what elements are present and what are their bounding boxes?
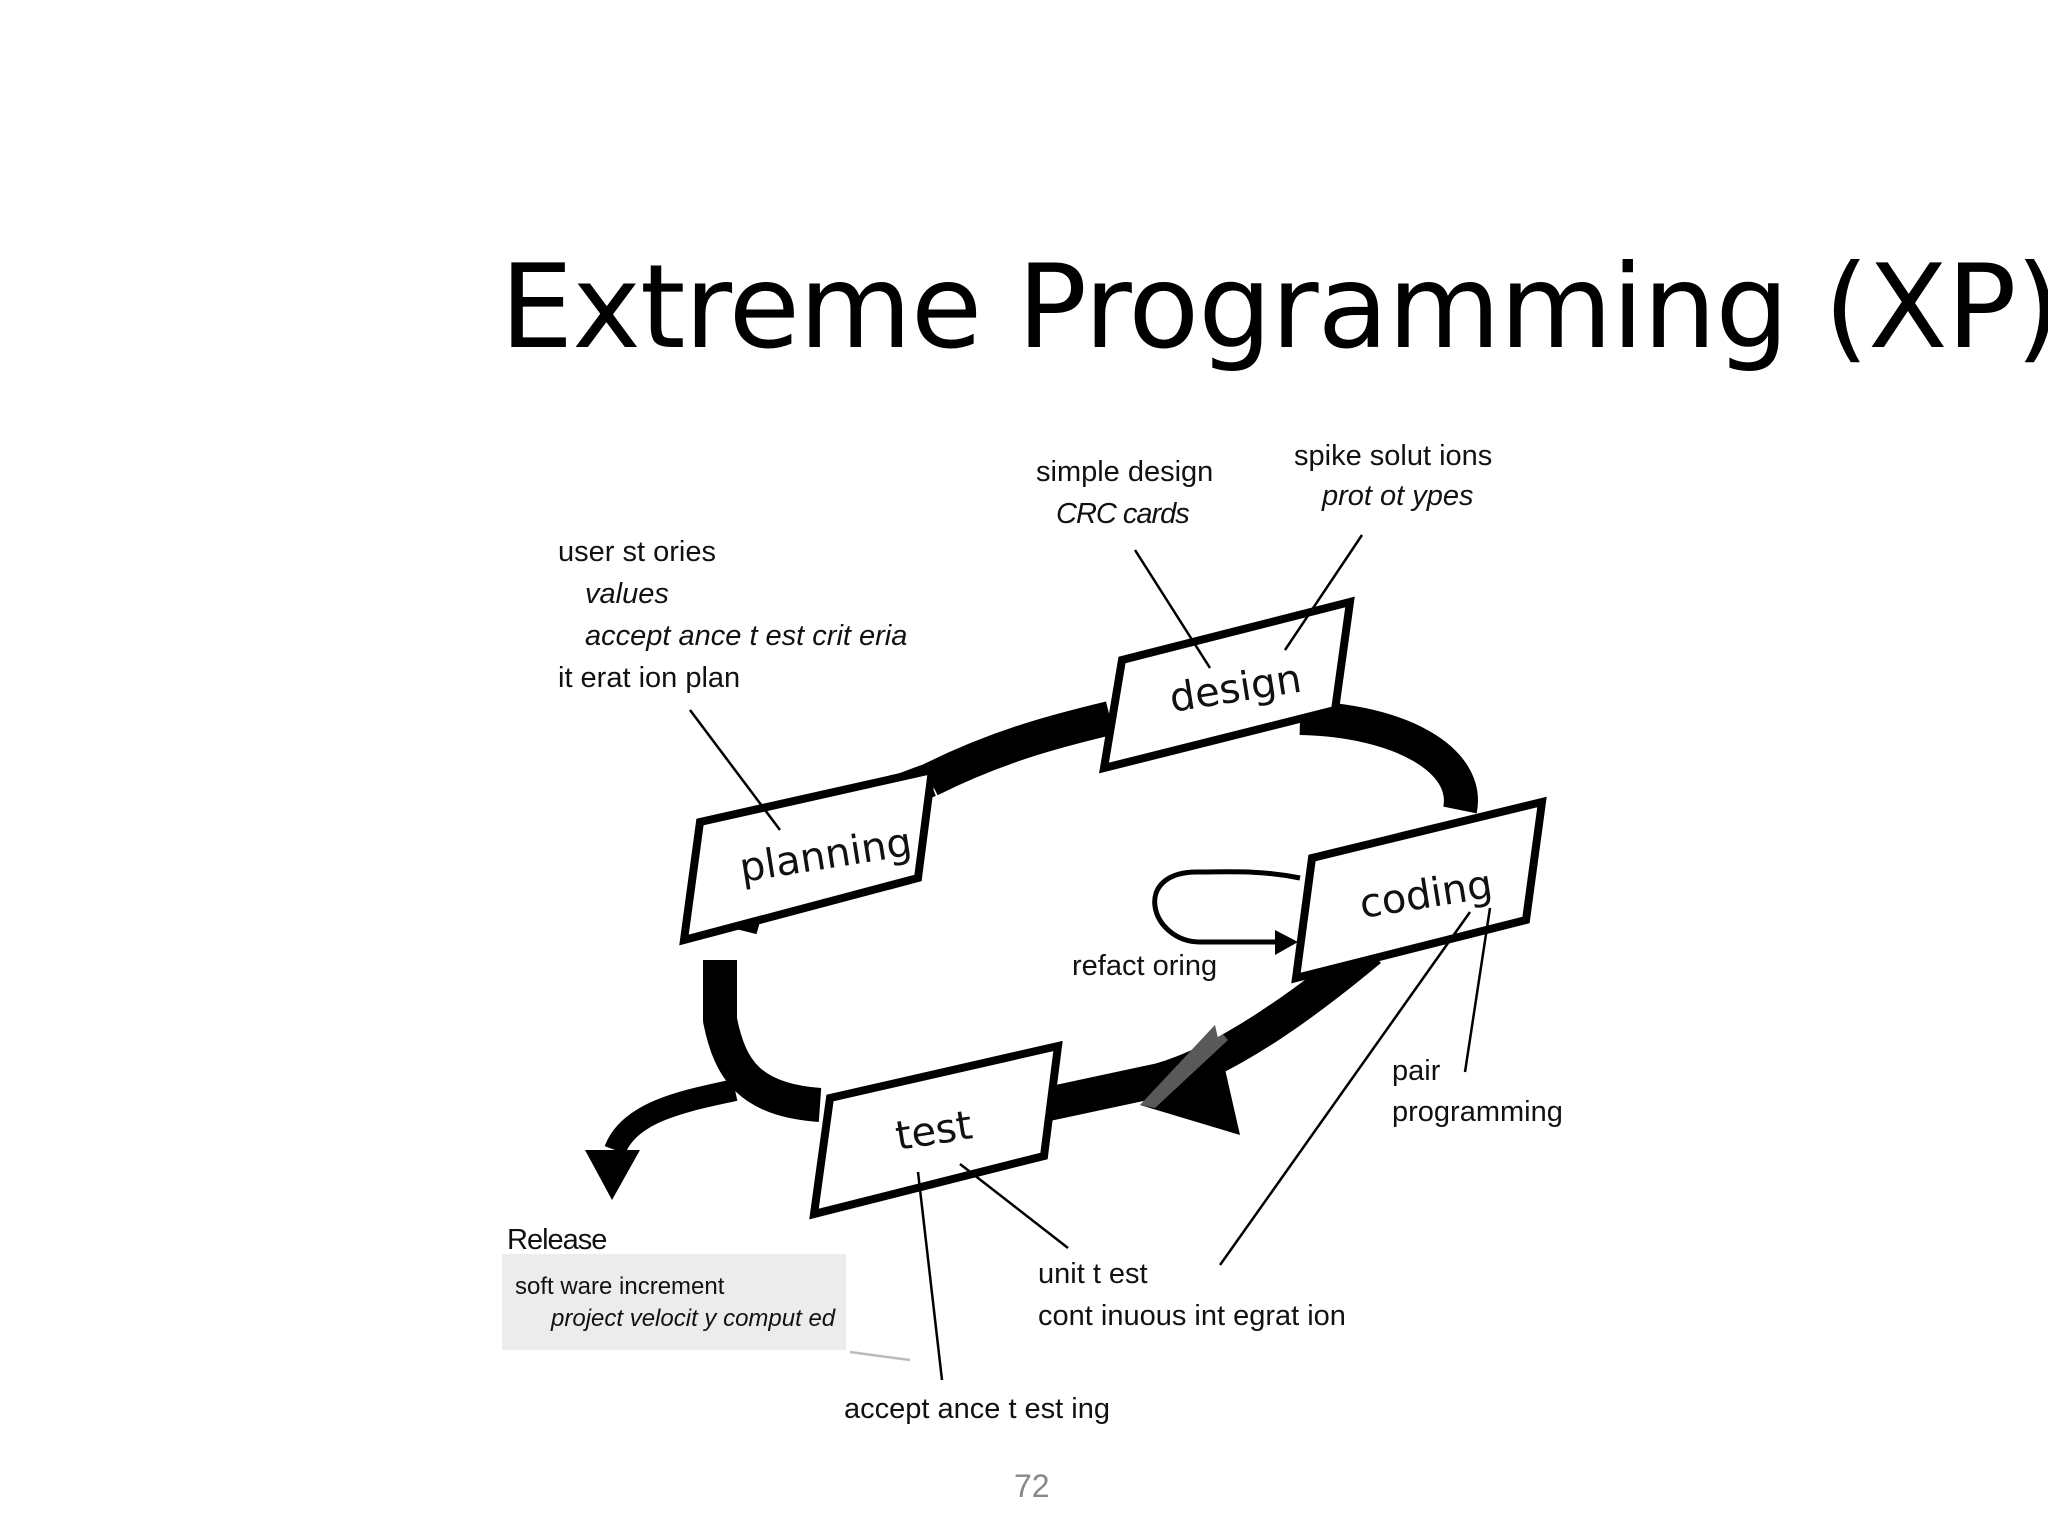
project-velocity-label: project velocit y comput ed [551,1307,835,1331]
page-number: 72 [1014,1468,1050,1505]
programming-label: programming [1392,1098,1563,1127]
design-box: design [1104,602,1350,768]
release-title: Release [507,1226,606,1255]
unit-test-label: unit t est [1038,1260,1148,1289]
coding-box: coding [1296,802,1542,978]
release-arrowhead [585,1150,640,1200]
acceptance-testing-label: accept ance t est ing [844,1395,1110,1424]
refactoring-loop [1155,872,1300,942]
release-leader [850,1352,910,1360]
values-label: values [585,580,669,609]
release-branch [615,1090,735,1150]
user-stories-label: user st ories [558,538,716,567]
refactoring-label: refact oring [1072,952,1217,981]
pair-label: pair [1392,1057,1440,1086]
unit-test-leader [960,1164,1068,1248]
simple-design-label: simple design [1036,458,1213,487]
release-panel [502,1254,846,1350]
prototypes-label: prot ot ypes [1322,482,1474,511]
refactoring-arrowhead [1275,930,1298,955]
software-increment-label: soft ware increment [515,1275,724,1299]
test-box: test [814,1046,1058,1214]
continuous-integration-label: cont inuous int egrat ion [1038,1302,1346,1331]
iteration-plan-label: it erat ion plan [558,664,740,693]
acceptance-test-criteria-label: accept ance t est crit eria [585,622,907,651]
spike-solutions-label: spike solut ions [1294,442,1492,471]
acceptance-testing-leader [918,1172,942,1380]
crc-cards-label: CRC cards [1056,500,1189,529]
planning-box: planning [684,770,932,940]
